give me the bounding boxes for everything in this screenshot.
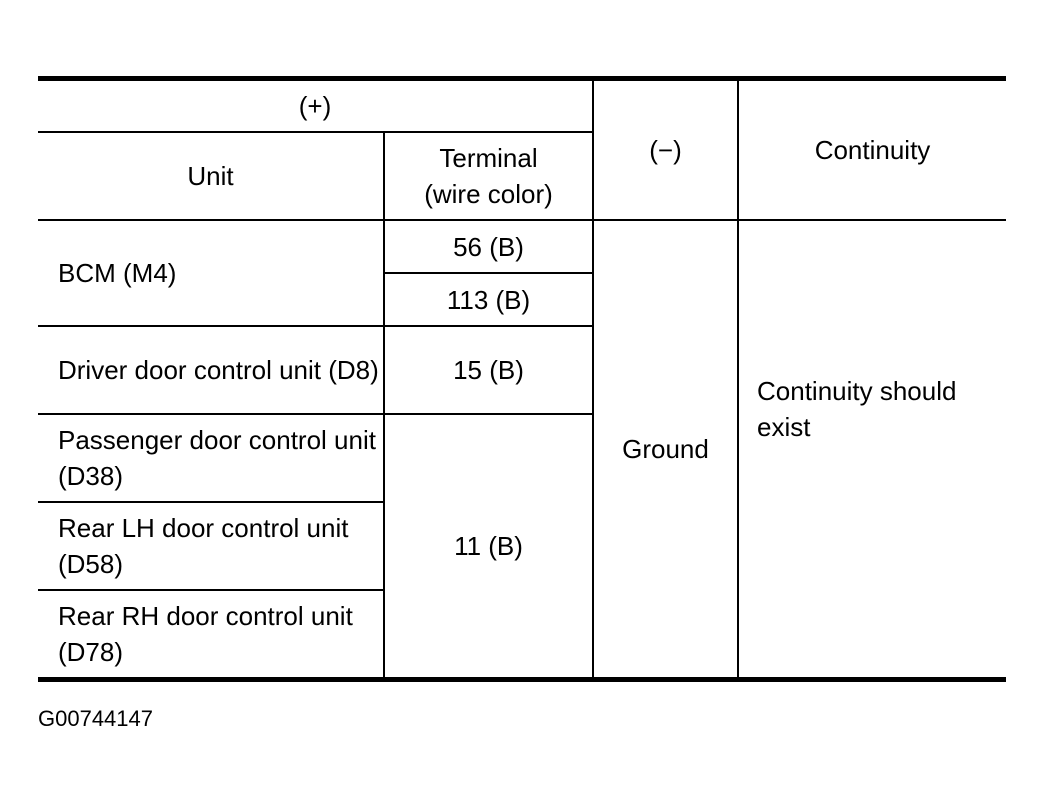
table-row: Rear LH door control unit (D58) — [38, 501, 1006, 591]
unit-cell: BCM (M4) — [38, 219, 385, 327]
table-row: Rear RH door control unit (D78) — [38, 589, 1006, 681]
table-row: BCM (M4) 56 (B) Ground Continuity should… — [38, 219, 1006, 681]
unit-cell: Rear LH door control unit (D58) — [38, 501, 385, 591]
header-minus: (−) — [592, 77, 739, 221]
table-row: Passenger door control unit (D38) 11 (B) — [38, 413, 1006, 681]
terminal-cell: 15 (B) — [383, 325, 594, 415]
unit-cell: Rear RH door control unit (D78) — [38, 589, 385, 681]
unit-cell: Passenger door control unit (D38) — [38, 413, 385, 503]
figure-id: G00744147 — [38, 706, 153, 731]
continuity-value-cell: Continuity should exist — [737, 219, 1006, 681]
terminal-cell: 56 (B) — [383, 219, 594, 274]
header-terminal-line2: (wire color) — [424, 179, 553, 209]
table-row: 113 (B) — [38, 272, 1006, 327]
shared-terminal-cell: 11 (B) — [383, 413, 594, 681]
terminal-cell: 113 (B) — [384, 272, 594, 327]
header-row-columns: Unit Terminal (wire color) — [38, 131, 1006, 221]
minus-value-cell: Ground — [592, 219, 739, 681]
table-row: Driver door control unit (D8) 15 (B) — [38, 325, 1006, 415]
header-terminal-line1: Terminal — [439, 143, 538, 173]
header-row-plus: (+) (−) Continuity — [38, 77, 1006, 221]
continuity-value: Continuity should exist — [757, 376, 957, 442]
header-continuity: Continuity — [737, 77, 1006, 221]
continuity-table: (+) (−) Continuity Unit Terminal (wire c… — [38, 76, 1006, 682]
unit-cell: Driver door control unit (D8) — [38, 325, 385, 415]
header-plus: (+) — [38, 77, 594, 133]
header-unit: Unit — [38, 131, 385, 221]
continuity-table-container: (+) (−) Continuity Unit Terminal (wire c… — [38, 76, 1006, 682]
header-terminal: Terminal (wire color) — [383, 131, 594, 221]
